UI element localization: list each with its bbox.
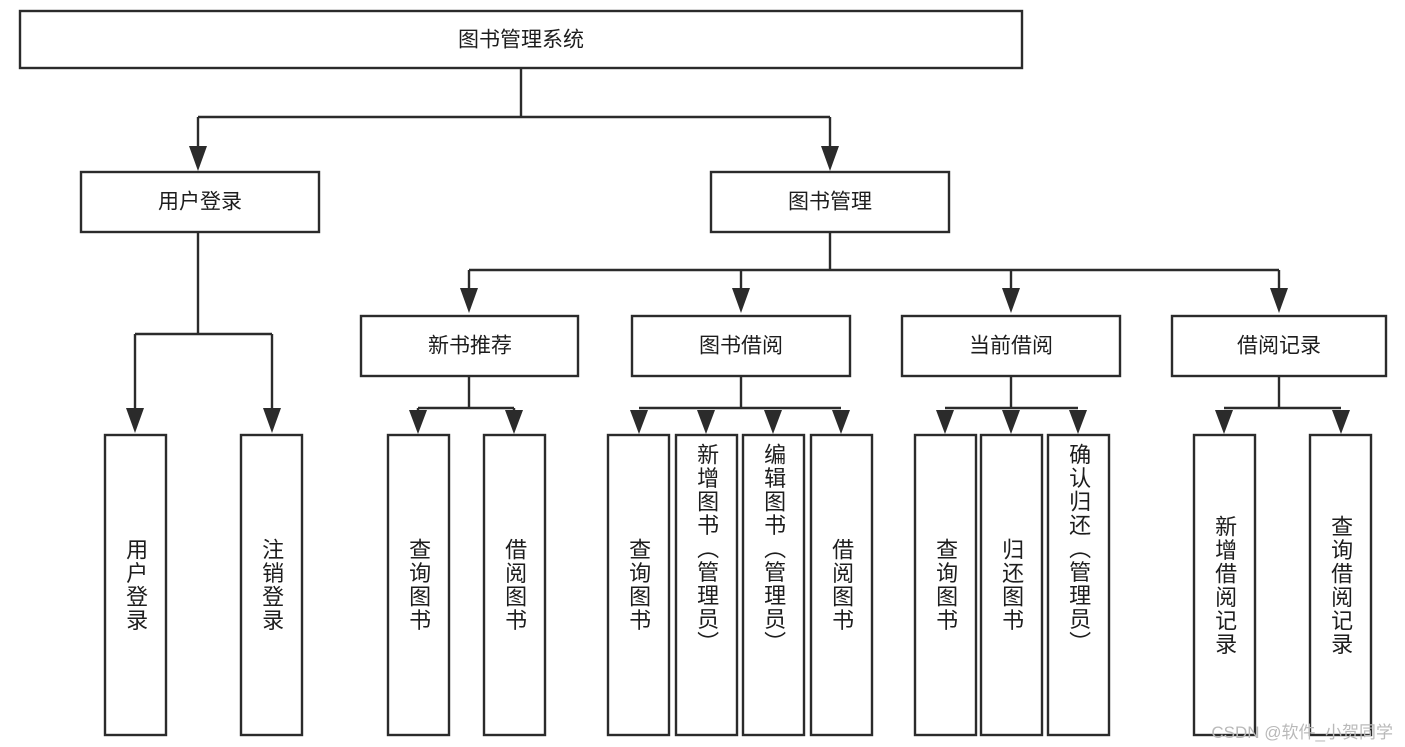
arrow-to-book-manage <box>821 146 839 171</box>
arrow-to-leaf-borrow-book-a <box>505 410 523 434</box>
node-user-login-rect[interactable] <box>79 170 321 234</box>
arrow-to-leaf-logout <box>263 408 281 433</box>
arrow-to-leaf-confirm-return <box>1069 410 1087 434</box>
node-book-manage-label: 图书管理 <box>788 191 872 214</box>
arrow-to-leaf-edit-book <box>764 410 782 434</box>
leaf-box-edit-book[interactable] <box>741 433 806 737</box>
leaf-box-borrow-book-b[interactable] <box>809 433 874 737</box>
node-borrow-record-label: 借阅记录 <box>1237 335 1321 358</box>
arrow-to-borrow-record <box>1270 288 1288 313</box>
node-borrow-record[interactable]: 借阅记录 <box>1170 314 1388 378</box>
arrow-to-leaf-return-book <box>1002 410 1020 434</box>
leaf-group-new-book-recommend <box>386 433 547 737</box>
node-user-login-label: 用户登录 <box>158 191 242 214</box>
leaf-box-add-record[interactable] <box>1192 433 1257 737</box>
leaf-box-query-book-a[interactable] <box>386 433 451 737</box>
leaf-group-borrow-record <box>1192 433 1373 737</box>
arrow-to-leaf-borrow-book-b <box>832 410 850 434</box>
connectors-current-borrow <box>936 376 1087 434</box>
arrow-to-leaf-user-login <box>126 408 144 433</box>
arrow-to-leaf-add-record <box>1215 410 1233 434</box>
leaf-box-confirm-return[interactable] <box>1046 433 1111 737</box>
leaf-box-return-book[interactable] <box>979 433 1044 737</box>
arrow-to-leaf-query-book-c <box>936 410 954 434</box>
arrow-to-new-book <box>460 288 478 313</box>
arrow-to-leaf-add-book <box>697 410 715 434</box>
connectors-new-book-recommend <box>409 376 523 434</box>
node-new-book-recommend[interactable]: 新书推荐 <box>359 314 580 378</box>
arrow-to-leaf-query-record <box>1332 410 1350 434</box>
node-book-borrow-label: 图书借阅 <box>699 335 783 358</box>
leaf-box-add-book[interactable] <box>674 433 739 737</box>
node-borrow-record-rect[interactable] <box>1170 314 1388 378</box>
leaf-group-book-borrow <box>606 433 874 737</box>
leaf-box-query-book-b[interactable] <box>606 433 671 737</box>
arrow-to-book-borrow <box>732 288 750 313</box>
node-book-manage[interactable]: 图书管理 <box>709 170 951 234</box>
node-root[interactable]: 图书管理系统 <box>18 9 1024 70</box>
leaf-box-query-book-c[interactable] <box>913 433 978 737</box>
leaf-box-borrow-book-a[interactable] <box>482 433 547 737</box>
node-root-label: 图书管理系统 <box>458 29 584 52</box>
arrow-to-current-borrow <box>1002 288 1020 313</box>
connectors-book-borrow <box>630 376 850 434</box>
leaf-group-current-borrow <box>913 433 1111 737</box>
node-current-borrow[interactable]: 当前借阅 <box>900 314 1122 378</box>
node-current-borrow-label: 当前借阅 <box>969 335 1053 358</box>
leaf-box-user-login[interactable] <box>103 433 168 737</box>
arrow-to-leaf-query-book-a <box>409 410 427 434</box>
connectors-borrow-record <box>1215 376 1350 434</box>
leaf-box-query-record[interactable] <box>1308 433 1373 737</box>
connectors-level0 <box>189 68 839 171</box>
node-user-login[interactable]: 用户登录 <box>79 170 321 234</box>
node-new-book-recommend-label: 新书推荐 <box>428 335 512 358</box>
arrow-to-user-login <box>189 146 207 171</box>
arrow-to-leaf-query-book-b <box>630 410 648 434</box>
node-book-borrow[interactable]: 图书借阅 <box>630 314 852 378</box>
connectors-user-login <box>126 232 281 433</box>
node-root-rect[interactable] <box>18 9 1024 70</box>
node-new-book-recommend-rect[interactable] <box>359 314 580 378</box>
leaf-box-logout[interactable] <box>239 433 304 737</box>
node-book-borrow-rect[interactable] <box>630 314 852 378</box>
node-current-borrow-rect[interactable] <box>900 314 1122 378</box>
node-book-manage-rect[interactable] <box>709 170 951 234</box>
leaf-group-user-login <box>103 433 304 737</box>
connectors-book-manage <box>460 232 1288 313</box>
